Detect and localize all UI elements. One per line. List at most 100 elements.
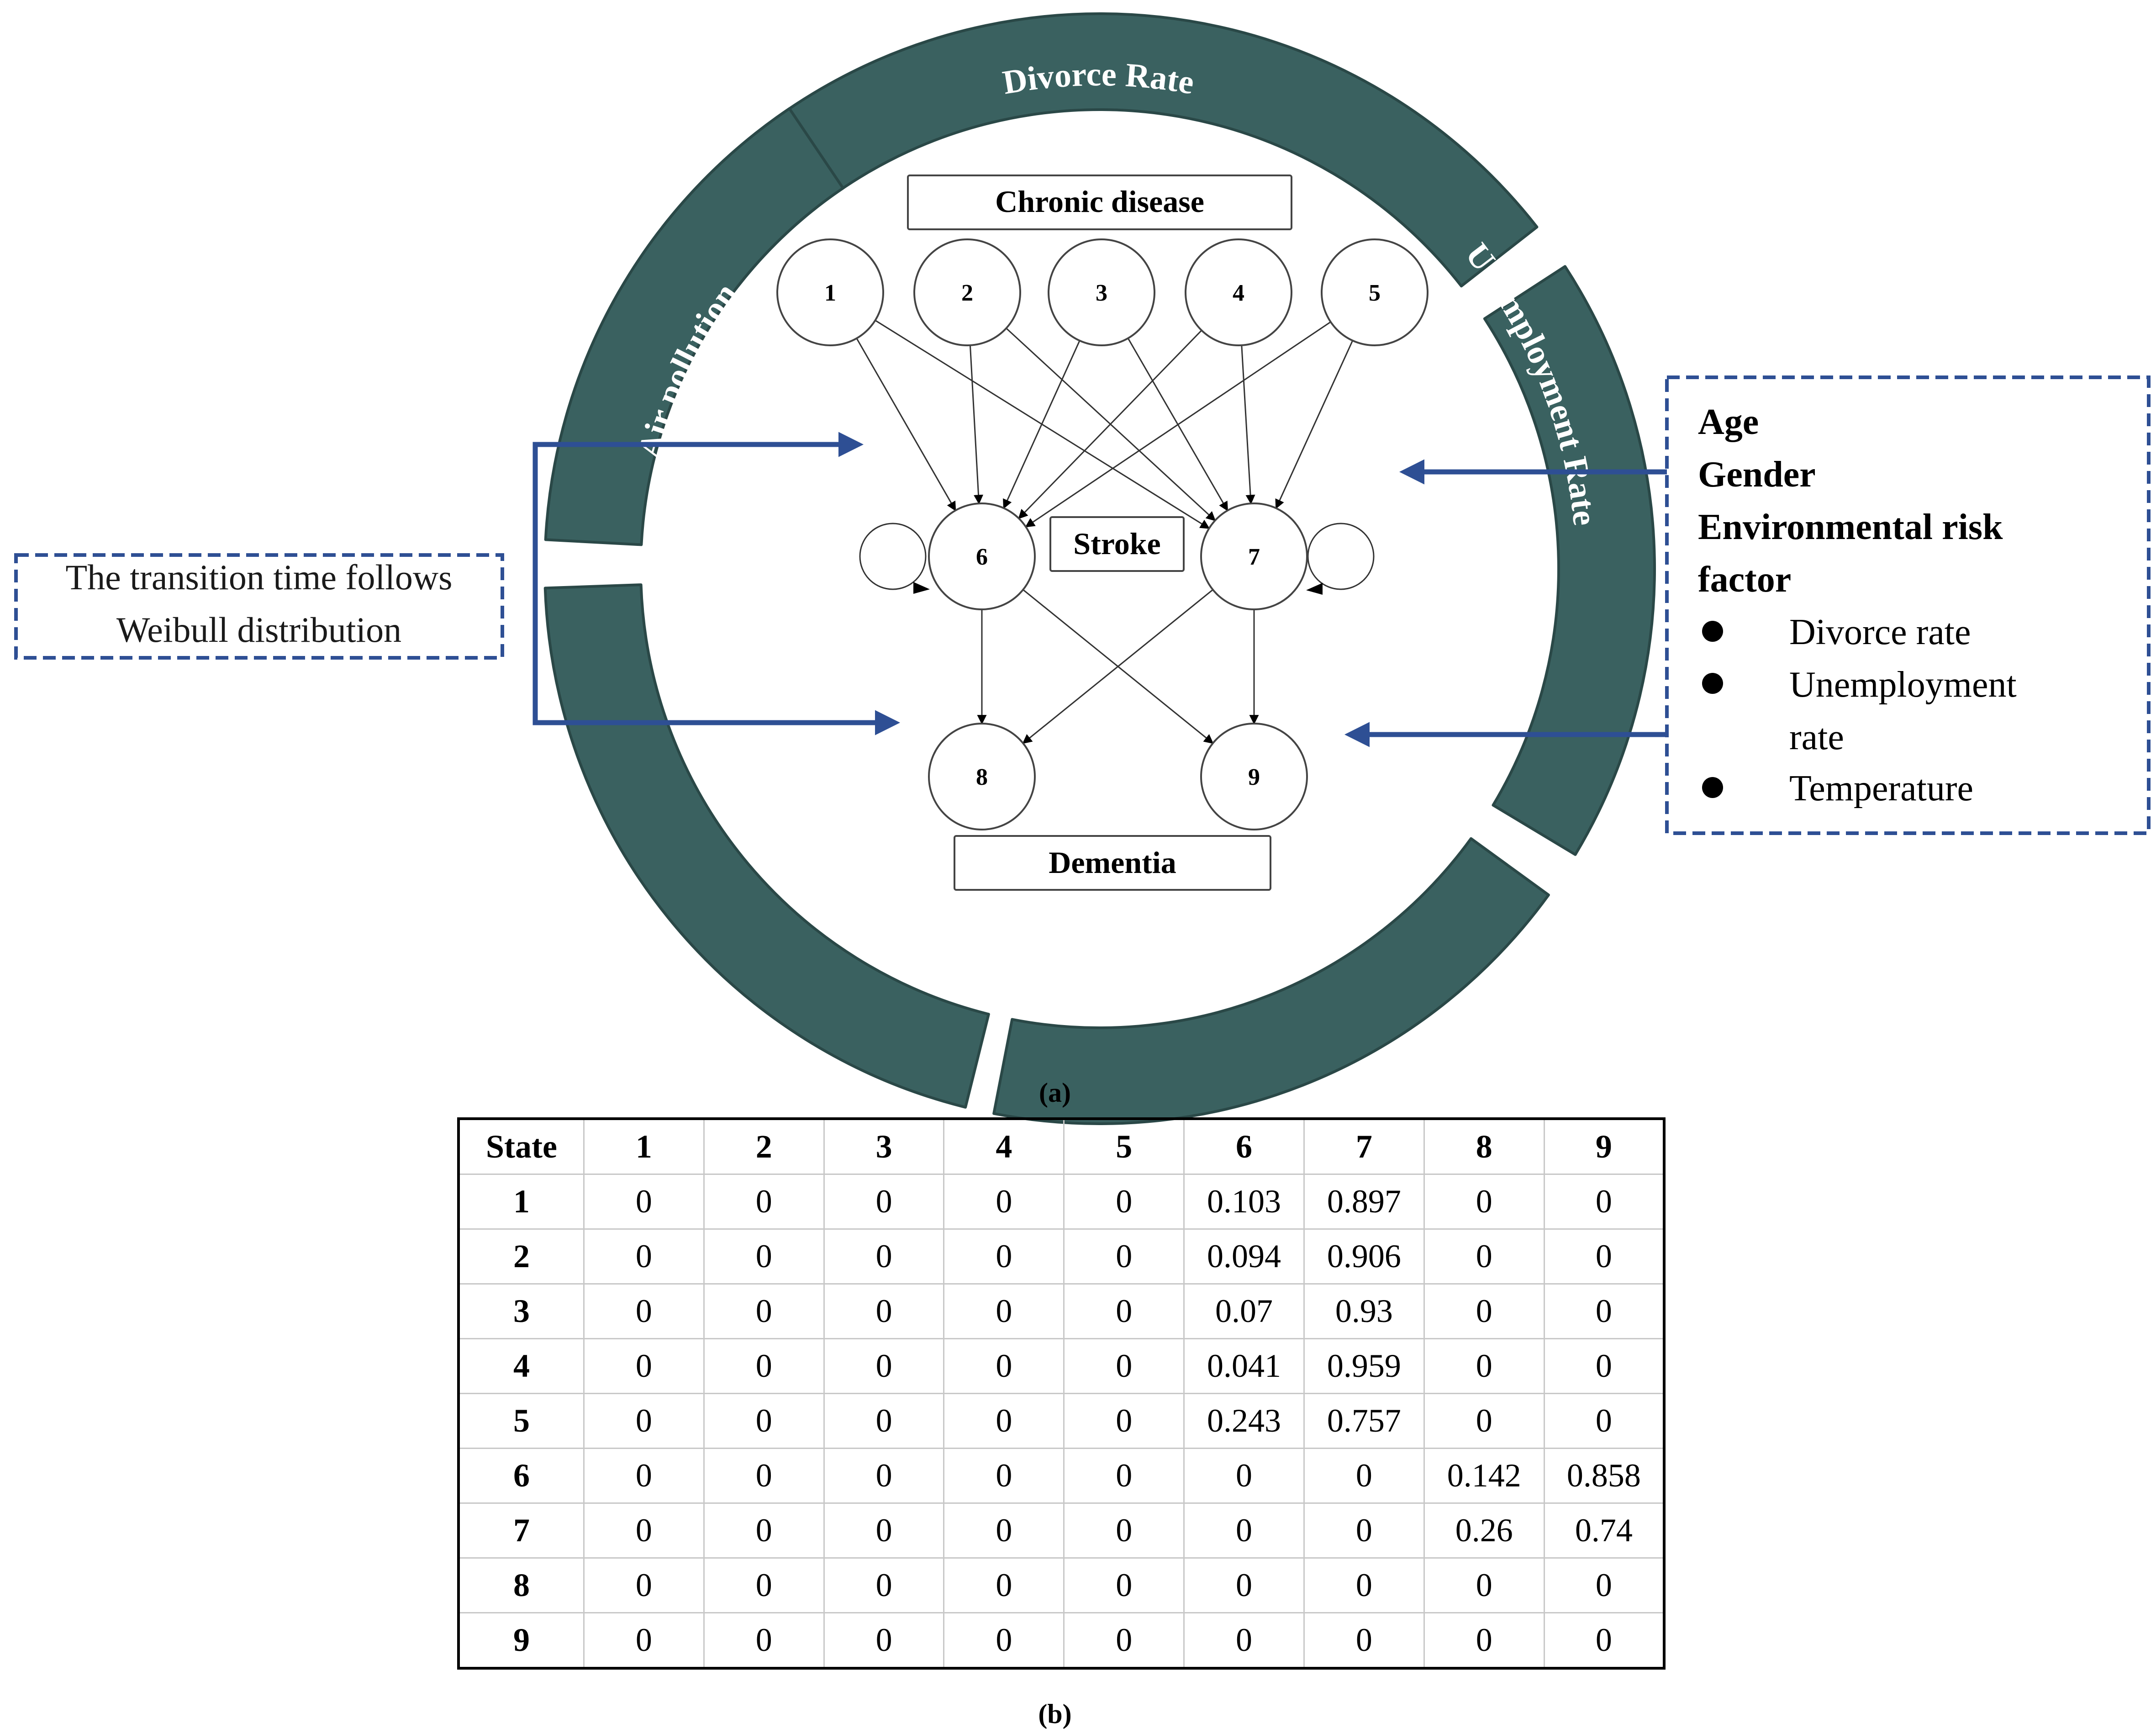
probability-cell: 0: [583, 1557, 705, 1613]
probability-cell: 0: [1543, 1557, 1665, 1613]
probability-cell: 0: [703, 1174, 825, 1230]
probability-cell: 0.93: [1303, 1283, 1425, 1339]
stroke-label: Stroke: [1073, 526, 1160, 561]
probability-cell: 0: [1303, 1448, 1425, 1504]
probability-cell: 0: [703, 1283, 825, 1339]
probability-cell: 0.959: [1303, 1338, 1425, 1394]
probability-cell: 0: [943, 1557, 1065, 1613]
probability-cell: 0: [823, 1502, 945, 1559]
probability-cell: 0.094: [1183, 1228, 1305, 1285]
self-loop-7: [1307, 523, 1375, 590]
state-node-3: [1048, 238, 1155, 346]
transition-edges: [856, 320, 1375, 744]
self-loop-6-arrowhead: [913, 582, 930, 594]
probability-cell: 0: [703, 1502, 825, 1559]
probability-cell: 0.26: [1423, 1502, 1545, 1559]
ring-segment-winter: [543, 583, 990, 1109]
factor-age: Age: [1698, 402, 1759, 442]
probability-cell: 0: [1063, 1448, 1185, 1504]
ring-segment-unemployment: [1483, 265, 1656, 856]
state-node-label: 4: [1233, 280, 1244, 306]
caption-a: (a): [1039, 1078, 1071, 1108]
probability-cell: 0.041: [1183, 1338, 1305, 1394]
probability-cell: 0: [1063, 1557, 1185, 1613]
row-header: 2: [458, 1228, 585, 1285]
risk-factor-box: [1665, 375, 2151, 835]
probability-cell: 0: [1063, 1502, 1185, 1559]
probability-cell: 0: [1303, 1502, 1425, 1559]
edge-3-6: [1003, 340, 1081, 509]
probability-cell: 0: [1063, 1283, 1185, 1339]
probability-cell: 0: [1063, 1174, 1185, 1230]
state-node-4: [1185, 238, 1292, 346]
probability-cell: 0: [1423, 1338, 1545, 1394]
factor-temperature: Temperature: [1789, 768, 1973, 809]
column-header-4: 4: [943, 1118, 1065, 1175]
probability-cell: 0.74: [1543, 1502, 1665, 1559]
column-header-7: 7: [1303, 1118, 1425, 1175]
row-header: 1: [458, 1174, 585, 1230]
state-node-2: [913, 238, 1021, 346]
probability-cell: 0: [1543, 1174, 1665, 1230]
probability-cell: 0: [1063, 1228, 1185, 1285]
probability-cell: 0: [1423, 1228, 1545, 1285]
probability-cell: 0: [823, 1283, 945, 1339]
probability-cell: 0.243: [1183, 1393, 1305, 1449]
column-header-8: 8: [1423, 1118, 1545, 1175]
probability-cell: 0: [943, 1228, 1065, 1285]
state-node-label: 5: [1369, 280, 1381, 306]
probability-cell: 0.897: [1303, 1174, 1425, 1230]
probability-cell: 0.757: [1303, 1393, 1425, 1449]
probability-cell: 0: [1423, 1174, 1545, 1230]
probability-cell: 0: [1423, 1393, 1545, 1449]
ring: [543, 12, 1656, 1125]
factor-unemployment: Unemployment: [1789, 665, 2017, 705]
probability-cell: 0: [1423, 1283, 1545, 1339]
probability-cell: 0: [823, 1174, 945, 1230]
probability-cell: 0: [943, 1283, 1065, 1339]
edge-5-6: [1025, 321, 1331, 528]
column-header-6: 6: [1183, 1118, 1305, 1175]
probability-cell: 0: [823, 1393, 945, 1449]
dementia-label: Dementia: [1049, 845, 1176, 880]
probability-cell: 0: [1183, 1612, 1305, 1669]
ring-segment-elderly: [992, 837, 1550, 1125]
probability-cell: 0: [703, 1338, 825, 1394]
probability-cell: 0: [703, 1228, 825, 1285]
probability-cell: 0: [1543, 1283, 1665, 1339]
state-node-label: 3: [1096, 280, 1107, 306]
probability-cell: 0: [1303, 1557, 1425, 1613]
bullet-icon: [1702, 621, 1723, 642]
column-header-1: 1: [583, 1118, 705, 1175]
probability-cell: 0: [1543, 1393, 1665, 1449]
state-node-label: 7: [1248, 544, 1260, 570]
probability-cell: 0: [1063, 1338, 1185, 1394]
probability-cell: 0: [823, 1338, 945, 1394]
probability-cell: 0: [943, 1393, 1065, 1449]
row-header: 8: [458, 1557, 585, 1613]
probability-cell: 0: [1543, 1338, 1665, 1394]
column-header-9: 9: [1543, 1118, 1665, 1175]
state-node-8: [928, 723, 1036, 830]
edge-4-7: [1241, 345, 1255, 505]
state-node-6: [928, 502, 1036, 610]
state-node-label: 6: [976, 544, 988, 570]
probability-cell: 0: [583, 1393, 705, 1449]
ring-segment-air: [544, 107, 845, 546]
chronic-disease-label: Chronic disease: [995, 184, 1204, 219]
probability-cell: 0: [1063, 1612, 1185, 1669]
edge-5-7: [1275, 340, 1354, 509]
probability-cell: 0.906: [1303, 1228, 1425, 1285]
row-header: 9: [458, 1612, 585, 1669]
row-header: 5: [458, 1393, 585, 1449]
probability-cell: 0: [703, 1393, 825, 1449]
row-header: 4: [458, 1338, 585, 1394]
probability-cell: 0: [943, 1174, 1065, 1230]
probability-cell: 0: [943, 1448, 1065, 1504]
state-node-label: 1: [824, 280, 836, 306]
factor-divorce-rate: Divorce rate: [1789, 612, 1971, 652]
